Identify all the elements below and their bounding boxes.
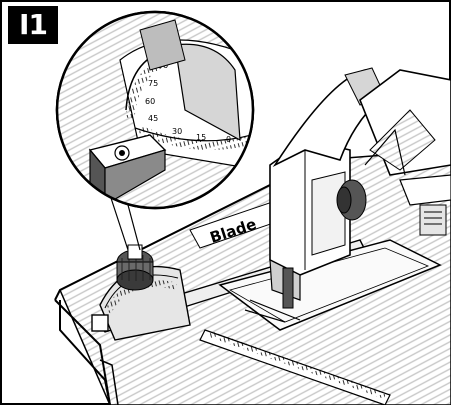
svg-text:45: 45 (148, 114, 158, 123)
svg-text:30: 30 (172, 127, 182, 136)
callout-leaders (109, 194, 141, 251)
svg-text:75: 75 (148, 79, 158, 88)
step-badge: I1 (8, 6, 58, 44)
locking-knob[interactable] (116, 244, 154, 291)
magnifier-callout: 90 75 60 45 30 15 0 (55, 10, 255, 210)
tool-base (59, 300, 119, 405)
svg-text:0: 0 (226, 135, 231, 144)
svg-text:15: 15 (196, 133, 206, 142)
jigsaw (218, 67, 442, 331)
bevel-knob[interactable] (336, 179, 367, 221)
svg-text:60: 60 (145, 97, 155, 106)
upper-frame (359, 69, 451, 176)
